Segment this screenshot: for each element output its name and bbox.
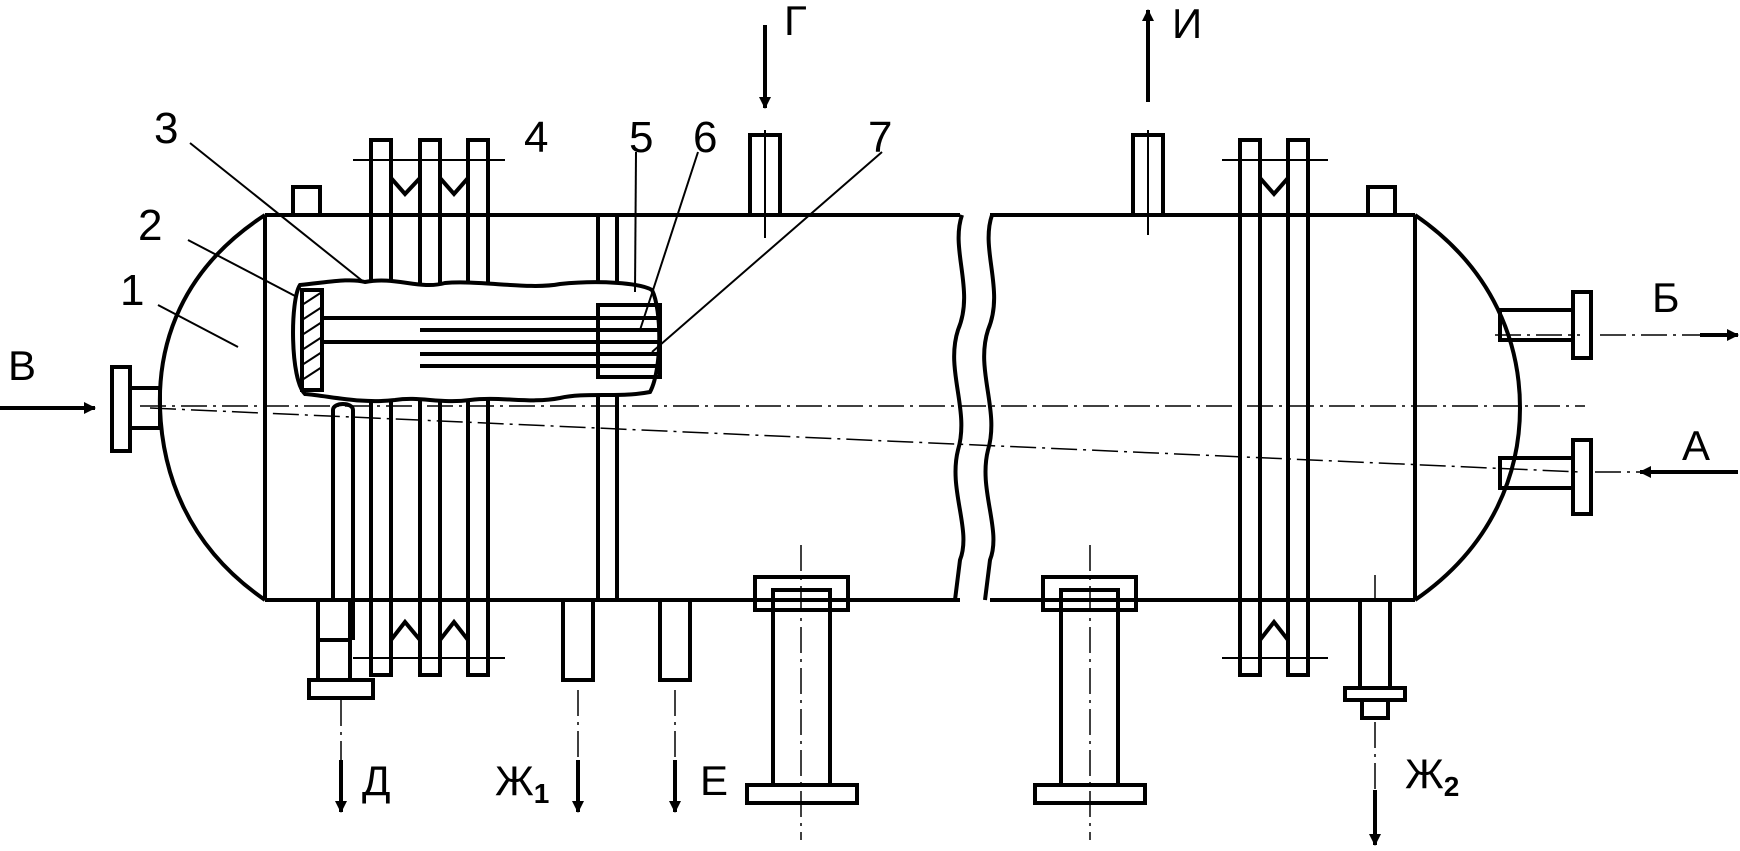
part-label-1: 1 [120, 266, 144, 315]
flow-arrows [0, 9, 1739, 846]
tube-sheet-flanges-left [353, 138, 505, 677]
saddle-support-left [745, 545, 859, 840]
part-numbers: 1 2 3 4 5 6 7 [120, 104, 892, 315]
part-label-7: 7 [868, 113, 892, 162]
tube-sheet-hatching [301, 291, 323, 381]
flow-label-Zh1: Ж1 [495, 757, 549, 809]
nozzle-Zh1 [561, 598, 595, 682]
flow-label-I: И [1172, 0, 1202, 47]
flow-label-A: А [1682, 422, 1710, 469]
flow-labels: В Г И Б А Д Е Ж1 Ж2 [8, 0, 1710, 809]
tube-sheet-flanges-right [1222, 138, 1328, 677]
leader-lines [157, 142, 883, 353]
nozzle-top-small-left [291, 185, 322, 217]
flow-label-D: Д [362, 757, 390, 804]
nozzle-A [1498, 438, 1593, 516]
baffle-plate [596, 215, 619, 600]
part-label-2: 2 [138, 201, 162, 250]
vessel-shell [157, 213, 1523, 602]
part-label-5: 5 [629, 113, 653, 162]
tube-bundle-cutaway [291, 278, 662, 404]
nozzle-D-drain [307, 402, 375, 700]
flow-label-B: Б [1652, 274, 1680, 321]
nozzle-B [1498, 290, 1593, 360]
part-label-4: 4 [524, 113, 548, 162]
center-lines [140, 334, 1585, 473]
nozzle-top-small-right [1366, 185, 1397, 217]
flow-label-V: В [8, 342, 36, 389]
nozzle-G [748, 130, 782, 238]
flow-label-E: Е [700, 757, 728, 804]
part-label-3: 3 [154, 104, 178, 153]
flow-label-G: Г [784, 0, 807, 44]
nozzle-V [110, 365, 162, 453]
flow-label-Zh2: Ж2 [1405, 750, 1459, 802]
nozzle-E [658, 598, 692, 682]
saddle-support-right [1033, 545, 1147, 840]
nozzle-I [1131, 130, 1165, 235]
nozzle-Zh2 [1343, 598, 1407, 720]
part-label-6: 6 [693, 113, 717, 162]
